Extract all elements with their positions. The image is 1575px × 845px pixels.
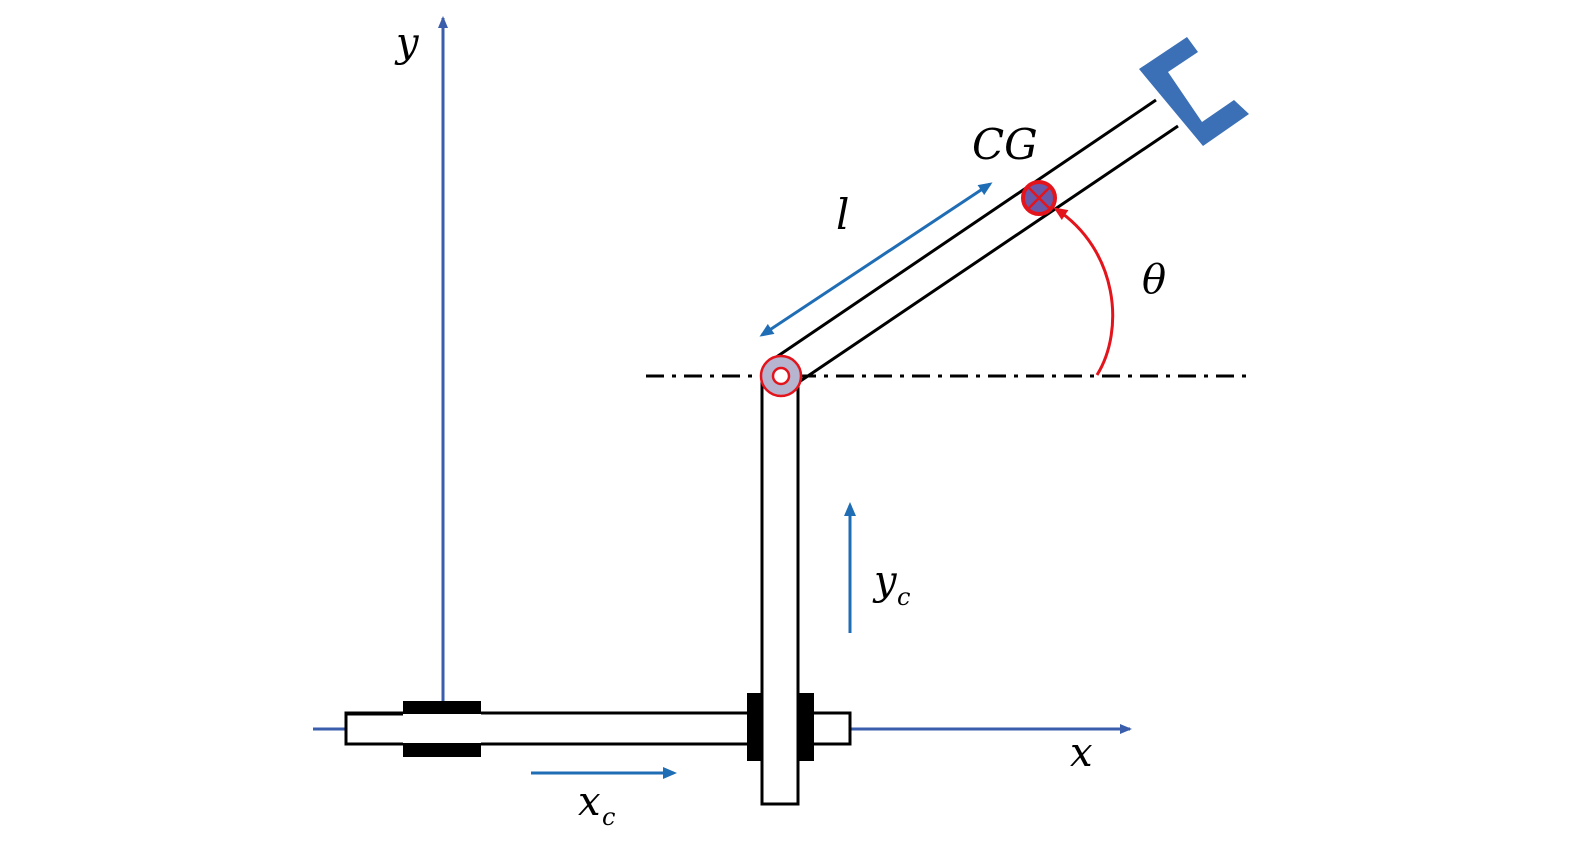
svg-text:c: c — [602, 803, 615, 831]
svg-text:x: x — [578, 779, 601, 825]
vertical-column — [760, 376, 800, 806]
cg-marker-icon — [1021, 180, 1057, 216]
y-axis-label: y — [394, 20, 420, 66]
carriage-clamp-left — [747, 693, 763, 761]
gripper-icon — [1139, 37, 1249, 146]
svg-text:y: y — [872, 558, 898, 604]
length-label: l — [836, 190, 849, 239]
pivot-joint-inner — [771, 366, 791, 386]
x-axis-label: x — [1070, 730, 1093, 776]
svg-text:c: c — [897, 583, 910, 611]
cg-label: CG — [972, 120, 1038, 169]
rail-slider-inner — [403, 714, 481, 743]
yc-label: y c — [872, 558, 910, 611]
arm-link-upper-edge — [771, 98, 1157, 362]
theta-label: θ — [1142, 257, 1166, 303]
xc-label: x c — [578, 779, 615, 831]
carriage-clamp-right — [798, 693, 814, 761]
length-dimension-arrow — [759, 182, 993, 337]
theta-angle-arc — [1053, 207, 1115, 376]
